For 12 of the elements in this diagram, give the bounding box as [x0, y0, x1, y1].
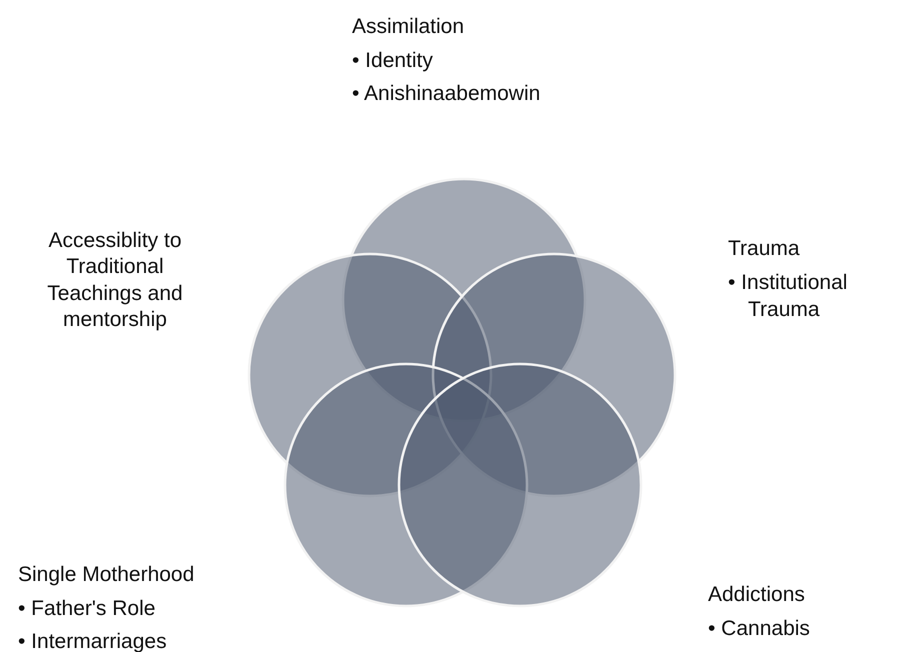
category-heading: Trauma — [728, 236, 800, 262]
category-heading: Assimilation — [352, 14, 464, 40]
category-heading: Addictions — [708, 582, 805, 608]
category-heading: Single Motherhood — [18, 562, 194, 588]
category-heading: Accessiblity to Traditional Teachings and mentorship — [46, 228, 184, 333]
bullet-item: • Cannabis — [708, 616, 811, 642]
bullet-item: • Identity — [352, 48, 434, 74]
bullet-item: • Institutional Trauma — [728, 270, 848, 322]
venn-circle — [398, 362, 642, 608]
bullet-item: • Intermarriages — [18, 628, 168, 652]
bullet-item: • Anishinaabemowin — [352, 80, 542, 106]
bullet-item: • Father's Role — [18, 596, 156, 622]
